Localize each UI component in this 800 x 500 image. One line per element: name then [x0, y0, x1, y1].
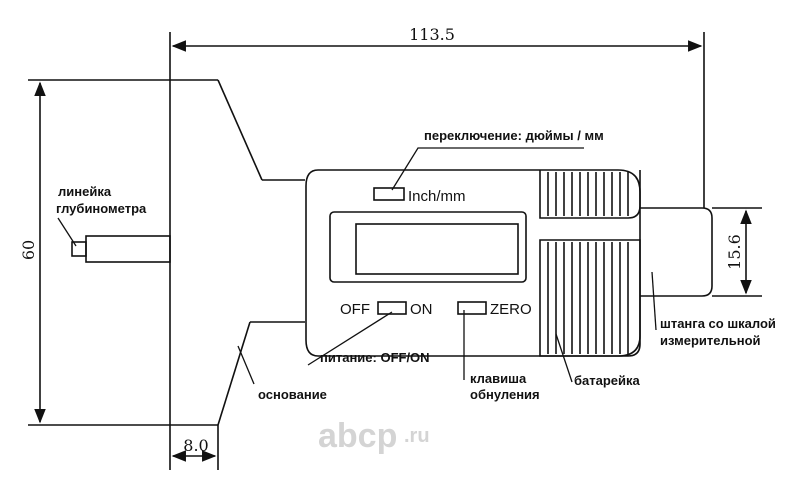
label-depth-ruler-line1: линейка — [58, 184, 112, 199]
base-plate — [169, 79, 305, 426]
leader-lines — [57, 147, 657, 385]
leader-rod — [651, 271, 657, 331]
battery-ribbed-upper — [539, 170, 641, 219]
power-button[interactable] — [377, 301, 407, 315]
leader-battery — [555, 333, 573, 383]
dimension-height — [28, 79, 170, 426]
lcd-display — [329, 211, 527, 283]
label-base: основание — [258, 387, 327, 402]
label-depth-ruler-line2: глубинометра — [56, 201, 147, 216]
inch-mm-text: Inch/mm — [408, 188, 466, 205]
leader-switch-units — [391, 147, 584, 191]
measuring-rod — [640, 207, 713, 297]
label-zero-line1: клавиша — [470, 371, 527, 386]
dim-total-length-label: 113.5 — [409, 25, 455, 44]
depth-probe — [71, 235, 171, 263]
label-zero-line2: обнуления — [470, 387, 540, 402]
inch-mm-button[interactable] — [373, 187, 405, 201]
on-text: ON — [410, 301, 433, 318]
dim-base-thickness-label: 8.0 — [183, 436, 208, 455]
label-battery: батарейка — [574, 373, 641, 388]
battery-ribbed-lower — [539, 239, 641, 357]
label-switch-units: переключение: дюймы / мм — [424, 128, 604, 143]
watermark-brand: abcp — [318, 417, 397, 455]
dimension-total-length — [169, 32, 705, 208]
dimension-shaft-diameter — [712, 207, 762, 297]
dim-height-label: 60 — [19, 240, 38, 260]
label-rod-line2: измерительной — [660, 333, 761, 348]
zero-button[interactable] — [457, 301, 487, 315]
dim-shaft-diameter-label: 15.6 — [725, 234, 744, 270]
watermark-logo: abcp .ru — [318, 417, 430, 455]
label-rod-line1: штанга со шкалой — [660, 316, 776, 331]
label-power: питание: OFF/ON — [320, 350, 430, 365]
leader-power — [307, 311, 393, 366]
leader-base — [237, 345, 255, 385]
dimension-base-thickness — [169, 425, 219, 470]
zero-text: ZERO — [490, 301, 532, 318]
watermark-domain: .ru — [404, 425, 430, 447]
off-text: OFF — [340, 301, 370, 318]
leader-depth-ruler — [57, 217, 77, 247]
